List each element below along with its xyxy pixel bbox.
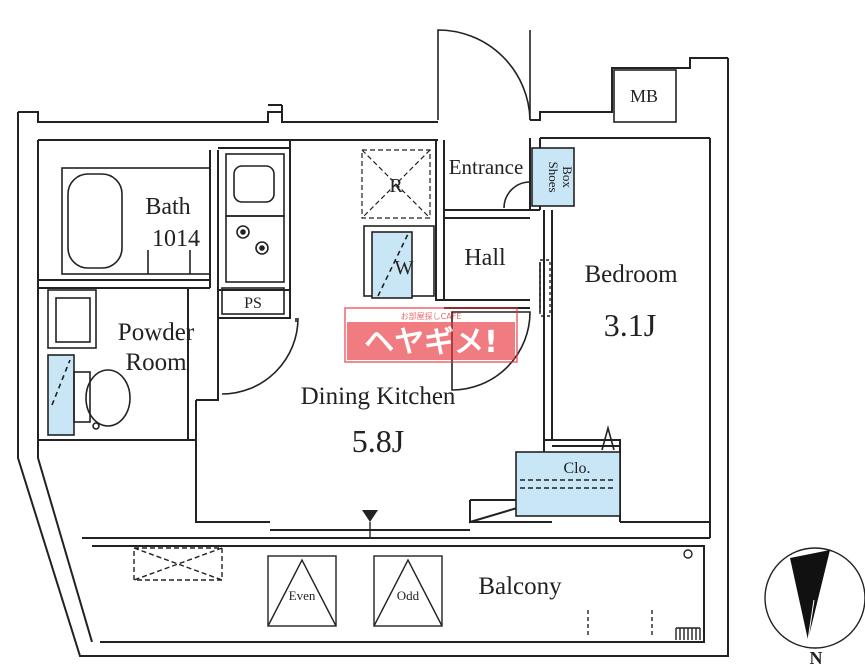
compass: N bbox=[764, 547, 865, 668]
closet-label: Clo. bbox=[563, 460, 590, 477]
closet bbox=[515, 424, 621, 517]
watermark-main: ヘヤギメ! bbox=[364, 325, 498, 360]
shoes-box-label-line1: Shoes bbox=[546, 161, 561, 192]
washer-space bbox=[363, 225, 435, 299]
shoes-box bbox=[531, 147, 575, 207]
bedroom-label: Bedroom bbox=[584, 261, 678, 288]
balcony-label: Balcony bbox=[478, 573, 562, 600]
powder-room-label-line2: Room bbox=[125, 349, 187, 376]
hall-label: Hall bbox=[464, 245, 506, 271]
fixture-labels: MB PS R W Shoes Box Clo. Even Odd bbox=[244, 86, 658, 603]
room-labels: Bath 1014 Powder Room Dining Kitchen 5.8… bbox=[118, 155, 678, 600]
outer-walls bbox=[17, 57, 729, 657]
compass-north-label: N bbox=[810, 648, 823, 668]
ps-label: PS bbox=[244, 295, 262, 312]
shoes-box-label-line2: Box bbox=[560, 166, 575, 188]
entrance-label: Entrance bbox=[449, 155, 524, 179]
doors bbox=[221, 29, 541, 395]
watermark-small: お部屋探しCAFE bbox=[401, 311, 462, 321]
dining-kitchen-size: 5.8J bbox=[352, 423, 404, 459]
bath-label: Bath bbox=[145, 194, 190, 220]
dining-kitchen-label: Dining Kitchen bbox=[301, 383, 456, 410]
refrigerator-space bbox=[361, 149, 431, 219]
bedroom-size: 3.1J bbox=[604, 307, 656, 343]
kitchen-fixtures bbox=[225, 153, 285, 283]
mb-label: MB bbox=[630, 86, 658, 106]
powder-room-label-line1: Powder bbox=[118, 319, 195, 346]
balcony-details bbox=[133, 547, 701, 640]
watermark: お部屋探しCAFE ヘヤギメ! bbox=[344, 307, 518, 363]
even-label: Even bbox=[289, 588, 316, 603]
pipe-space bbox=[221, 287, 285, 315]
odd-label: Odd bbox=[397, 588, 420, 603]
refrigerator-label: R bbox=[389, 175, 403, 197]
entry-marker-icon bbox=[362, 510, 378, 522]
bedroom-rail bbox=[539, 259, 551, 317]
bath-size-label: 1014 bbox=[152, 226, 200, 252]
north-arrow-icon bbox=[807, 599, 815, 641]
powder-fixtures bbox=[47, 289, 131, 436]
washer-label: W bbox=[395, 257, 414, 279]
bathtub bbox=[61, 167, 211, 275]
meter-box bbox=[613, 69, 677, 123]
